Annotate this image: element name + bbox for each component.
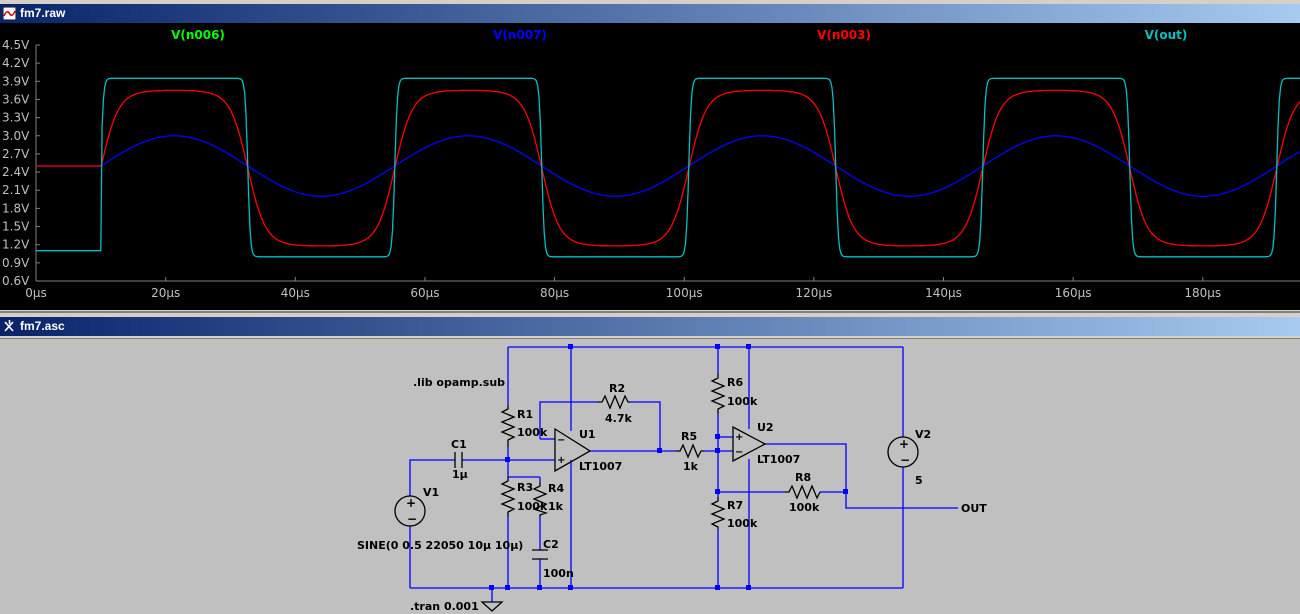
x-tick-label: 40µs (281, 286, 310, 300)
r3-value[interactable]: 100k (517, 500, 548, 513)
waveform-plot-area[interactable]: V(n006) V(n007) V(n003) V(out) 4.5V 4.2V 3.9V… (0, 23, 1300, 310)
x-tick-label: 160µs (1055, 286, 1092, 300)
schematic-canvas[interactable]: + − + − − + + − .lib opamp.sub .tran 0.0… (0, 338, 1300, 614)
r2-name[interactable]: R2 (609, 382, 625, 395)
r1-value[interactable]: 100k (517, 426, 548, 439)
wire-junctions (489, 344, 848, 590)
svg-text:−: − (900, 453, 910, 467)
schematic-window-titlebar[interactable]: fm7.asc (0, 317, 1300, 336)
waveform-window-titlebar[interactable]: fm7.raw (0, 4, 1300, 23)
u1-name[interactable]: U1 (579, 428, 596, 441)
y-tick-label: 2.7V (2, 147, 30, 161)
u2-symbol (732, 425, 767, 463)
svg-text:+: + (557, 455, 565, 466)
r2-value[interactable]: 4.7k (605, 412, 632, 425)
r4-symbol (532, 482, 549, 517)
u1-value[interactable]: LT1007 (579, 460, 622, 473)
c1-value[interactable]: 1µ (452, 468, 468, 481)
y-tick-label: 3.0V (2, 129, 30, 143)
r6-symbol (710, 374, 726, 414)
y-tick-label: 2.4V (2, 165, 30, 179)
out-net-label[interactable]: OUT (961, 502, 987, 515)
v1-name[interactable]: V1 (423, 486, 439, 499)
x-tick-label: 80µs (540, 286, 569, 300)
r2-symbol (598, 394, 630, 410)
r3-symbol (500, 477, 516, 517)
v1-symbol (394, 495, 426, 527)
c2-symbol (532, 549, 548, 560)
x-tick-label: 120µs (795, 286, 832, 300)
ground-symbol (480, 601, 504, 612)
y-tick-label: 4.5V (2, 38, 30, 52)
schematic-svg[interactable]: + − + − − + + − .lib opamp.sub .tran 0.0… (0, 339, 1300, 614)
legend-vn006[interactable]: V(n006) (171, 28, 225, 42)
y-tick-label: 4.2V (2, 56, 30, 70)
v2-symbol (887, 436, 919, 468)
component-symbols (394, 374, 919, 612)
schematic-window-title: fm7.asc (20, 319, 65, 333)
y-tick-label: 3.3V (2, 111, 30, 125)
polarity-marks: + − + − − + + − (406, 432, 910, 526)
svg-text:−: − (735, 447, 743, 458)
c1-symbol (454, 452, 463, 468)
legend-vout[interactable]: V(out) (1145, 28, 1188, 42)
legend-vn007[interactable]: V(n007) (493, 28, 547, 42)
r3-name[interactable]: R3 (517, 481, 533, 494)
r8-name[interactable]: R8 (795, 471, 811, 484)
x-tick-label: 20µs (151, 286, 180, 300)
tran-directive[interactable]: .tran 0.001 (410, 600, 479, 613)
c2-name[interactable]: C2 (543, 538, 559, 551)
c1-name[interactable]: C1 (451, 438, 467, 451)
waveform-plot-svg[interactable]: V(n006) V(n007) V(n003) V(out) 4.5V 4.2V 3.9V… (0, 23, 1300, 310)
svg-text:−: − (557, 435, 565, 446)
waveform-window-title: fm7.raw (20, 6, 66, 20)
y-tick-label: 1.2V (2, 238, 30, 252)
r6-name[interactable]: R6 (727, 376, 743, 389)
lib-directive[interactable]: .lib opamp.sub (413, 376, 505, 389)
y-tick-label: 0.9V (2, 256, 30, 270)
c2-value[interactable]: 100n (543, 567, 574, 580)
r8-value[interactable]: 100k (789, 501, 820, 514)
y-tick-label: 1.5V (2, 220, 30, 234)
svg-text:−: − (407, 512, 417, 526)
x-tick-label: 100µs (666, 286, 703, 300)
y-tick-label: 3.9V (2, 74, 30, 88)
v2-value[interactable]: 5 (915, 474, 923, 487)
y-tick-label: 3.6V (2, 92, 30, 106)
y-tick-label: 0.6V (2, 274, 30, 288)
r7-symbol (710, 497, 726, 529)
y-tick-label: 2.1V (2, 183, 30, 197)
x-tick-label: 60µs (410, 286, 439, 300)
u1-symbol (554, 427, 592, 473)
svg-text:+: + (899, 437, 909, 451)
r6-value[interactable]: 100k (727, 395, 758, 408)
y-tick-label: 1.8V (2, 201, 30, 215)
r1-name[interactable]: R1 (517, 408, 533, 421)
r7-value[interactable]: 100k (727, 517, 758, 530)
x-tick-label: 0µs (25, 286, 47, 300)
legend-vn003[interactable]: V(n003) (817, 28, 871, 42)
v2-name[interactable]: V2 (915, 428, 931, 441)
u2-value[interactable]: LT1007 (757, 453, 800, 466)
r4-value[interactable]: 1k (548, 500, 564, 513)
trace-vn003[interactable] (36, 89, 1300, 247)
u2-name[interactable]: U2 (757, 421, 774, 434)
svg-text:+: + (735, 432, 743, 443)
trace-vout[interactable] (36, 77, 1300, 258)
r5-value[interactable]: 1k (683, 460, 699, 473)
window-separator (0, 311, 1300, 313)
r5-symbol (676, 443, 704, 459)
r5-name[interactable]: R5 (681, 430, 697, 443)
r4-name[interactable]: R4 (548, 482, 564, 495)
waveform-icon (3, 7, 16, 20)
x-tick-label: 140µs (925, 286, 962, 300)
trace-vn007[interactable] (36, 135, 1300, 197)
v1-value[interactable]: SINE(0 0.5 22050 10µ 10µ) (357, 539, 523, 552)
r1-symbol (500, 405, 516, 447)
schematic-icon (4, 320, 14, 332)
r8-symbol (785, 484, 821, 500)
svg-text:+: + (406, 496, 416, 510)
r7-name[interactable]: R7 (727, 499, 743, 512)
x-tick-label: 180µs (1184, 286, 1221, 300)
